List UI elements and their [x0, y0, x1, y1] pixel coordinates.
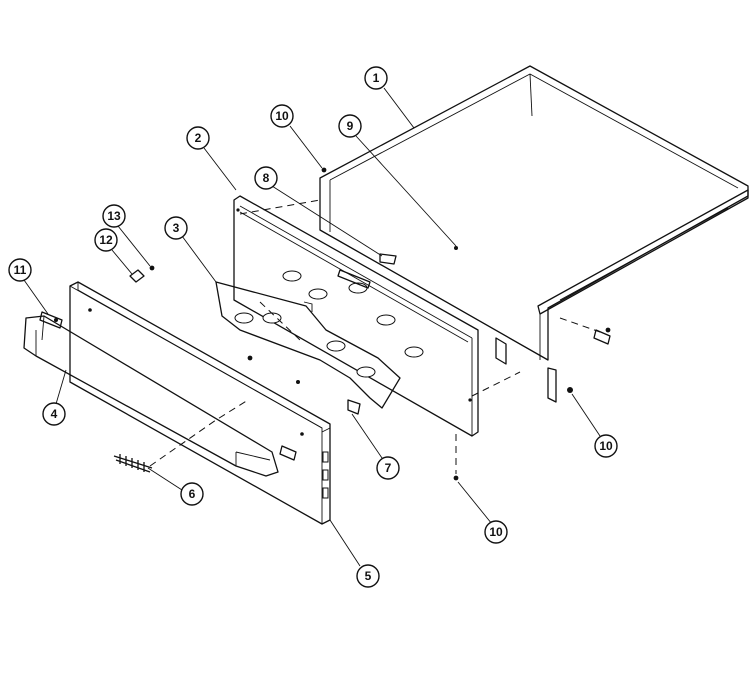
callout-9: 9	[338, 114, 362, 138]
leader-lines	[23, 87, 601, 567]
callout-4-label: 4	[51, 407, 58, 421]
callout-10-bottom: 10	[484, 520, 508, 544]
shield-plate	[215, 281, 401, 409]
callout-1: 1	[364, 66, 388, 90]
callout-10-bottom-label: 10	[489, 525, 503, 539]
callout-12-label: 12	[99, 233, 113, 247]
drawer-handle	[23, 315, 279, 477]
callout-9-label: 9	[347, 119, 354, 133]
callout-13-label: 13	[107, 209, 121, 223]
alignment-lines	[149, 199, 601, 474]
fasteners	[39, 167, 611, 481]
callout-5-label: 5	[365, 569, 372, 583]
clip	[296, 380, 361, 415]
inner-panel	[233, 195, 507, 437]
callout-12: 12	[94, 228, 118, 252]
callout-6: 6	[180, 482, 204, 506]
callout-2: 2	[186, 126, 210, 150]
callout-8: 8	[254, 166, 278, 190]
callout-2-label: 2	[195, 131, 202, 145]
callout-1-label: 1	[373, 71, 380, 85]
callout-10-top: 10	[270, 104, 294, 128]
bracket	[379, 253, 397, 265]
callout-6-label: 6	[189, 487, 196, 501]
callout-10-right-label: 10	[599, 439, 613, 453]
callout-10-right: 10	[594, 434, 618, 458]
callout-11: 11	[8, 258, 32, 282]
callout-5: 5	[356, 564, 380, 588]
callout-10-top-label: 10	[275, 109, 289, 123]
callout-7: 7	[376, 456, 400, 480]
drawer-box	[319, 65, 749, 361]
spring	[113, 454, 153, 473]
callout-7-label: 7	[385, 461, 392, 475]
callout-8-label: 8	[263, 171, 270, 185]
callout-4: 4	[42, 402, 66, 426]
callout-3: 3	[164, 216, 188, 240]
callout-13: 13	[102, 204, 126, 228]
callout-11-label: 11	[14, 263, 27, 277]
callout-3-label: 3	[173, 221, 180, 235]
